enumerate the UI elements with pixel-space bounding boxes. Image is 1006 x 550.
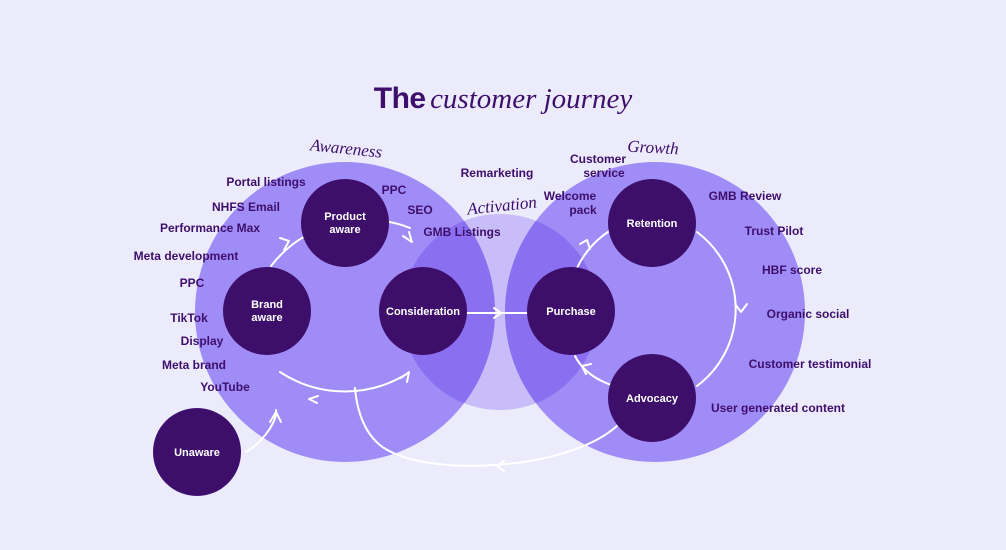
title-italic: customer journey: [430, 83, 633, 115]
arrowhead-consideration-down: [400, 371, 410, 383]
channel-ppc-left: PPC: [180, 276, 205, 290]
title-plain: The: [373, 82, 426, 115]
brand-aware-label-1: Brand: [251, 299, 283, 311]
purchase-node: [527, 267, 615, 355]
purchase-label: Purchase: [546, 306, 596, 318]
channel-hbf-score: HBF score: [762, 263, 822, 277]
arrowhead-brand-to-product: [279, 237, 290, 251]
channel-remarketing: Remarketing: [461, 166, 534, 180]
channel-seo: SEO: [407, 203, 432, 217]
channel-organic-social: Organic social: [767, 307, 850, 321]
channel-gmb-listings: GMB Listings: [423, 225, 501, 239]
channel-gmb-review: GMB Review: [709, 189, 782, 203]
brand-aware-label-2: aware: [251, 312, 282, 324]
product-aware-label-2: aware: [329, 224, 360, 236]
advocacy-to-purchase-path: [574, 355, 615, 387]
phase-activation: Activation: [465, 192, 537, 218]
arrowhead-to-retention: [579, 239, 591, 250]
advocacy-node: [608, 354, 696, 442]
product-aware-label-1: Product: [324, 211, 366, 223]
growth-activation-overlap: [505, 214, 598, 410]
channel-customer-testimonial: Customer testimonial: [749, 357, 872, 371]
advocacy-label: Advocacy: [626, 393, 679, 405]
channel-portal-listings: Portal listings: [226, 175, 306, 189]
growth-circle: [505, 162, 805, 462]
brand-aware-node: [223, 267, 311, 355]
channel-nhfs-email: NHFS Email: [212, 200, 280, 214]
advocacy-return-loop-path: [354, 387, 619, 467]
channel-youtube: YouTube: [200, 380, 250, 394]
arrowhead-to-purchase: [493, 307, 502, 319]
channel-meta-development: Meta development: [134, 249, 239, 263]
arrowhead-to-brand: [308, 395, 319, 404]
arrowhead-retention-down: [734, 303, 748, 313]
arrowhead-return-loop: [496, 460, 505, 472]
unaware-node: [153, 408, 241, 496]
page-title: The customer journey: [0, 82, 1006, 116]
channel-trust-pilot: Trust Pilot: [745, 224, 804, 238]
arrowhead-to-purchase-up: [581, 363, 592, 375]
channel-welcome-pack-1: Welcome: [544, 189, 597, 203]
channel-display: Display: [181, 334, 224, 348]
phase-awareness: Awareness: [308, 135, 383, 162]
channel-customer-service-1: Customer: [570, 152, 626, 166]
channel-meta-brand: Meta brand: [162, 358, 226, 372]
unaware-label: Unaware: [174, 447, 220, 459]
channel-tiktok: TikTok: [170, 311, 208, 325]
retention-to-advocacy-path: [696, 231, 737, 387]
arrowhead-unaware-up: [269, 411, 282, 423]
channel-welcome-pack-2: pack: [569, 203, 597, 217]
arrowhead-product-to-consideration: [402, 231, 413, 243]
channel-ppc: PPC: [382, 183, 407, 197]
channel-user-generated-content: User generated content: [711, 401, 845, 415]
awareness-activation-overlap: [402, 214, 495, 410]
consideration-label: Consideration: [386, 306, 460, 318]
channel-customer-service-2: service: [583, 166, 625, 180]
product-aware-node: [301, 179, 389, 267]
retention-label: Retention: [627, 218, 678, 230]
phase-growth: Growth: [627, 137, 679, 159]
consideration-node: [379, 267, 467, 355]
channel-performance-max: Performance Max: [160, 221, 260, 235]
awareness-circle: [195, 162, 495, 462]
retention-node: [608, 179, 696, 267]
consideration-to-brand-path: [279, 371, 406, 393]
